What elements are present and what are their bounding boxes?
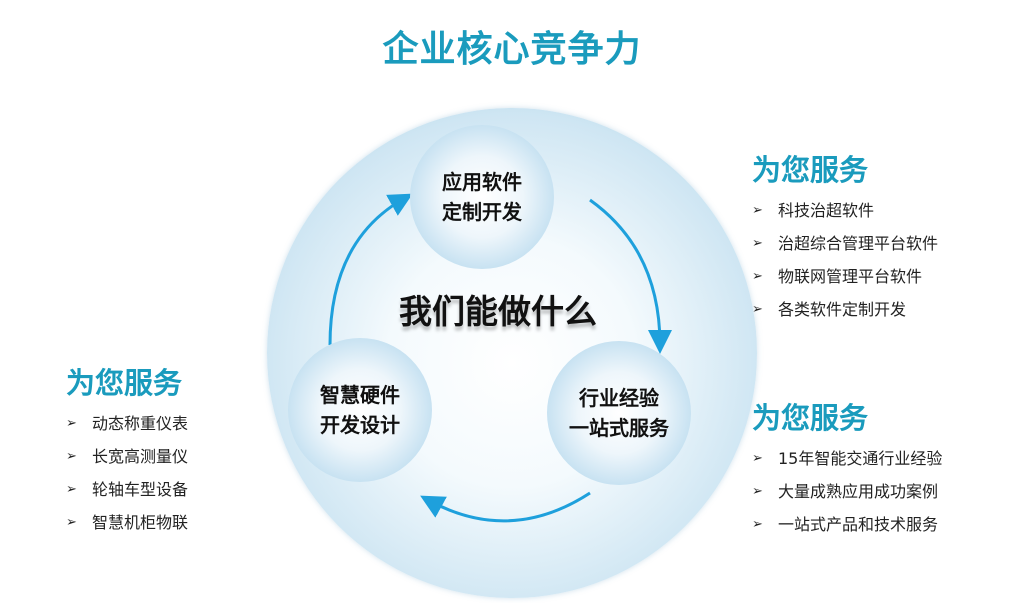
item-text: 一站式产品和技术服务 [778, 515, 939, 534]
arrow-bullet-icon: ➢ [752, 236, 763, 251]
list-item: ➢ 轮轴车型设备 [66, 478, 188, 511]
arrow-bullet-icon: ➢ [752, 451, 763, 466]
circle-hardware: 智慧硬件 开发设计 [288, 338, 432, 482]
arrow-bullet-icon: ➢ [752, 269, 763, 284]
page-title: 企业核心竞争力 [382, 29, 642, 70]
list-item: ➢ 一站式产品和技术服务 [752, 513, 942, 546]
list-item: ➢ 科技治超软件 [752, 199, 938, 232]
item-text: 物联网管理平台软件 [778, 267, 923, 286]
list-item: ➢ 动态称重仪表 [66, 412, 188, 445]
circle-label: 应用软件 [442, 170, 522, 194]
item-text: 动态称重仪表 [92, 414, 189, 433]
circle-software: 应用软件 定制开发 [410, 125, 554, 269]
list-item: ➢ 智慧机柜物联 [66, 511, 188, 544]
item-text: 大量成熟应用成功案例 [778, 482, 939, 501]
item-text: 智慧机柜物联 [92, 513, 189, 532]
circle-label: 开发设计 [320, 413, 400, 437]
list-item: ➢ 物联网管理平台软件 [752, 265, 938, 298]
arrow-bullet-icon: ➢ [66, 449, 77, 464]
right-bottom-service-block: 为您服务 ➢ 15年智能交通行业经验 ➢ 大量成熟应用成功案例 ➢ 一站式产品和技术服… [752, 395, 942, 546]
right-top-service-block: 为您服务 ➢ 科技治超软件 ➢ 治超综合管理平台软件 ➢ 物联网管理平台软件 ➢ 各类软… [752, 147, 938, 331]
arrow-bullet-icon: ➢ [752, 484, 763, 499]
block-heading: 为您服务 [752, 153, 869, 187]
block-heading: 为您服务 [66, 366, 183, 400]
arrow-left-to-top [328, 193, 413, 346]
block-heading: 为您服务 [752, 401, 869, 435]
arrow-bullet-icon: ➢ [66, 416, 77, 431]
arrow-bullet-icon: ➢ [752, 203, 763, 218]
arrow-top-to-right [589, 198, 672, 354]
item-text: 长宽高测量仪 [92, 447, 189, 466]
list-item: ➢ 长宽高测量仪 [66, 445, 188, 478]
arrow-bullet-icon: ➢ [752, 302, 763, 317]
arrow-bullet-icon: ➢ [752, 517, 763, 532]
item-text: 治超综合管理平台软件 [778, 234, 939, 253]
item-text: 科技治超软件 [778, 201, 875, 220]
arrow-bullet-icon: ➢ [66, 515, 77, 530]
left-service-block: 为您服务 ➢ 动态称重仪表 ➢ 长宽高测量仪 ➢ 轮轴车型设备 ➢ 智慧机柜物联 [66, 360, 188, 544]
list-item: ➢ 大量成熟应用成功案例 [752, 480, 942, 513]
circle-label: 行业经验 [579, 386, 659, 410]
center-text: 我们能做什么 [399, 292, 597, 331]
list-item: ➢ 治超综合管理平台软件 [752, 232, 938, 265]
arrow-right-to-left [420, 491, 591, 523]
arrow-bullet-icon: ➢ [66, 482, 77, 497]
circle-label: 一站式服务 [569, 416, 669, 440]
item-text: 各类软件定制开发 [778, 300, 907, 319]
item-text: 轮轴车型设备 [92, 480, 189, 499]
list-item: ➢ 各类软件定制开发 [752, 298, 938, 331]
circle-label: 定制开发 [442, 200, 522, 224]
circle-label: 智慧硬件 [320, 383, 400, 407]
circle-experience: 行业经验 一站式服务 [547, 341, 691, 485]
list-item: ➢ 15年智能交通行业经验 [752, 447, 942, 480]
item-text: 15年智能交通行业经验 [778, 449, 943, 468]
